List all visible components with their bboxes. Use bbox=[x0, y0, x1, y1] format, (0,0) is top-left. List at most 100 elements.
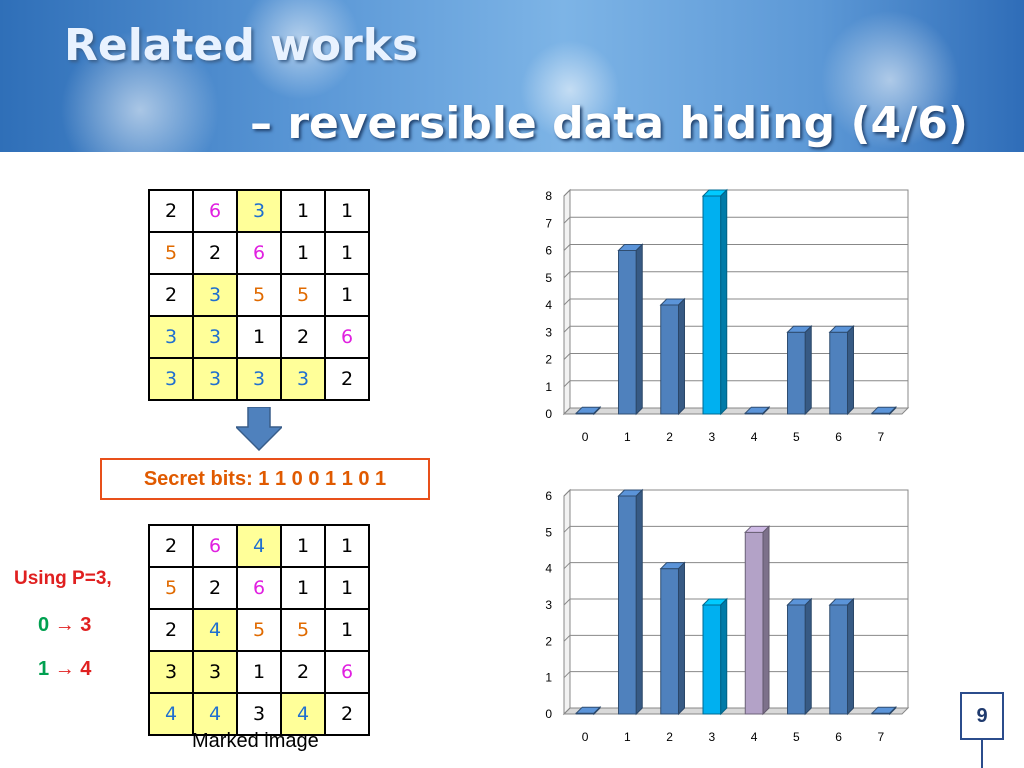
histogram-marked-bar bbox=[744, 531, 764, 715]
bokeh-decoration bbox=[520, 40, 620, 140]
marked-table-cell: 4 bbox=[236, 524, 282, 568]
histogram-marked-ytick-label: 0 bbox=[545, 707, 552, 721]
histogram-original-gridline bbox=[563, 353, 571, 360]
slide-title: Related works bbox=[64, 20, 419, 71]
marked-table-cell: 3 bbox=[148, 650, 194, 694]
secret-bits-box: Secret bits: 1 1 0 0 1 1 0 1 bbox=[100, 458, 430, 500]
histogram-marked-xtick-label: 5 bbox=[793, 730, 800, 744]
histogram-original-bar-side bbox=[804, 325, 812, 416]
original-table-cell: 1 bbox=[236, 315, 282, 359]
original-table-cell: 5 bbox=[236, 273, 282, 317]
original-table-cell: 2 bbox=[148, 273, 194, 317]
histogram-marked-bar-side bbox=[762, 525, 770, 716]
histogram-original-bar-side bbox=[720, 188, 728, 416]
histogram-original-gridline bbox=[563, 271, 571, 279]
histogram-marked-xtick-label: 1 bbox=[624, 730, 631, 744]
marked-table-cell: 2 bbox=[324, 692, 370, 736]
original-table-cell: 5 bbox=[148, 231, 194, 275]
histogram-marked-xtick-label: 6 bbox=[835, 730, 842, 744]
histogram-marked-gridline bbox=[563, 671, 571, 679]
histogram-marked-gridline bbox=[563, 707, 571, 715]
page-number: 9 bbox=[960, 692, 1004, 740]
histogram-marked-xtick-label: 2 bbox=[666, 730, 673, 744]
histogram-original-gridline bbox=[563, 244, 571, 251]
rule-map-0: 0 → 3 bbox=[38, 614, 91, 637]
histogram-marked-bar-side bbox=[635, 488, 643, 716]
histogram-marked-xtick-label: 0 bbox=[582, 730, 589, 744]
page-number-line bbox=[981, 740, 983, 768]
marked-table-cell: 6 bbox=[236, 566, 282, 610]
original-table-cell: 2 bbox=[324, 357, 370, 401]
arrow-right-icon: → bbox=[54, 614, 75, 636]
marked-table-cell: 4 bbox=[192, 692, 238, 736]
marked-image-caption: Marked image bbox=[192, 730, 319, 752]
histogram-marked-gridline bbox=[563, 525, 571, 533]
histogram-marked-bar-side bbox=[889, 705, 897, 716]
original-table-cell: 3 bbox=[236, 357, 282, 401]
histogram-original-ytick-label: 1 bbox=[545, 380, 552, 394]
marked-table-cell: 5 bbox=[148, 566, 194, 610]
histogram-original-ytick-label: 8 bbox=[545, 189, 552, 203]
histogram-marked-bar bbox=[660, 568, 679, 715]
histogram-marked-bar-side bbox=[677, 561, 685, 716]
histogram-original-ytick-label: 6 bbox=[545, 244, 552, 258]
original-table-cell: 2 bbox=[192, 231, 238, 275]
rule-map-1: 1 → 4 bbox=[38, 658, 91, 681]
histogram-marked-bar-side bbox=[720, 597, 728, 716]
histogram-original-gridline bbox=[563, 325, 571, 333]
marked-table-cell: 5 bbox=[280, 608, 326, 652]
histogram-marked-bar bbox=[702, 604, 722, 715]
histogram-marked-bar bbox=[829, 604, 848, 715]
histogram-marked-bar-side bbox=[593, 705, 601, 716]
marked-table-cell: 2 bbox=[148, 608, 194, 652]
histogram-original-bar bbox=[660, 304, 679, 415]
histogram-original-ytick-label: 0 bbox=[545, 407, 552, 421]
histogram-original-bar-side bbox=[889, 405, 897, 416]
histogram-original-ytick-label: 5 bbox=[545, 271, 552, 285]
original-table-cell: 3 bbox=[148, 315, 194, 359]
original-table-cell: 1 bbox=[280, 189, 326, 233]
original-table-cell: 2 bbox=[280, 315, 326, 359]
histogram-original-bar-side bbox=[846, 325, 854, 416]
histogram-marked-gridline bbox=[563, 489, 571, 497]
histogram-original-ytick-label: 7 bbox=[545, 216, 552, 230]
marked-table-cell: 3 bbox=[192, 650, 238, 694]
histogram-original-gridline bbox=[563, 298, 571, 306]
histogram-original-gridline bbox=[563, 216, 571, 224]
histogram-marked-gridline bbox=[563, 598, 571, 606]
histogram-marked-ytick-label: 6 bbox=[545, 489, 552, 503]
title-banner: Related works – reversible data hiding (… bbox=[0, 0, 1024, 152]
marked-table-cell: 1 bbox=[324, 566, 370, 610]
histogram-original-bar-side bbox=[762, 405, 770, 416]
marked-table-cell: 6 bbox=[192, 524, 238, 568]
original-table-cell: 3 bbox=[192, 315, 238, 359]
histogram-marked-xtick-label: 4 bbox=[751, 730, 758, 744]
marked-table-cell: 4 bbox=[280, 692, 326, 736]
histogram-original-bar bbox=[787, 331, 806, 415]
histogram-original-ytick-label: 4 bbox=[545, 298, 552, 312]
original-table-cell: 2 bbox=[148, 189, 194, 233]
histogram-marked-ytick-label: 3 bbox=[545, 598, 552, 612]
bokeh-decoration bbox=[60, 30, 220, 152]
histogram-marked-ytick-label: 2 bbox=[545, 634, 552, 648]
histogram-marked-xtick-label: 7 bbox=[878, 730, 885, 744]
histogram-original-xtick-label: 5 bbox=[793, 430, 800, 444]
histogram-original-xtick-label: 1 bbox=[624, 430, 631, 444]
histogram-original-bar-side bbox=[593, 405, 601, 416]
rule-map-1-from: 1 bbox=[38, 658, 50, 680]
rule-map-1-to: 4 bbox=[80, 658, 92, 680]
bokeh-decoration bbox=[820, 10, 960, 150]
arrow-right-icon: → bbox=[54, 658, 75, 680]
marked-table-cell: 1 bbox=[236, 650, 282, 694]
histogram-original-xtick-label: 2 bbox=[666, 430, 673, 444]
original-table-cell: 1 bbox=[324, 273, 370, 317]
histogram-marked-ytick-label: 1 bbox=[545, 671, 552, 685]
